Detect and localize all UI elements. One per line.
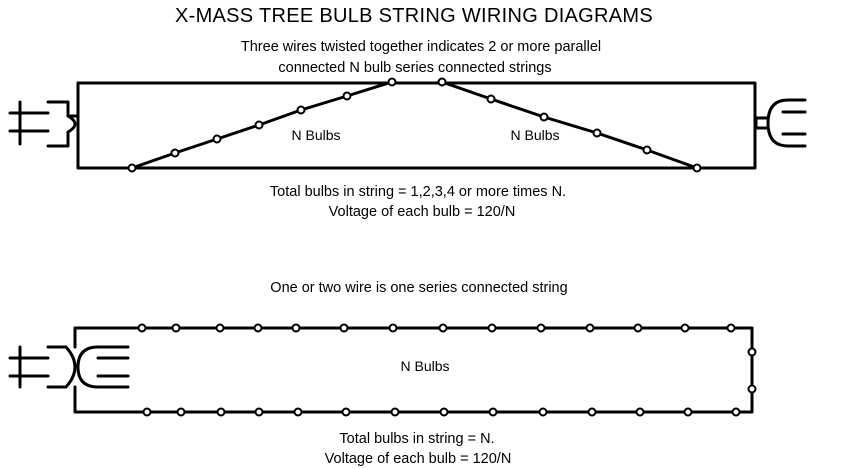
parallel-left-bulbs-label: N Bulbs xyxy=(291,127,341,143)
parallel-bulbs xyxy=(127,77,702,173)
diagram-title: X-MASS TREE BULB STRING WIRING DIAGRAMS xyxy=(174,5,654,27)
parallel-caption-line2: connected N bulb series connected string… xyxy=(278,60,552,76)
parallel-wires xyxy=(76,80,757,170)
parallel-total-line1: Total bulbs in string = 1,2,3,4 or more … xyxy=(269,184,567,200)
series-bulbs xyxy=(137,323,757,417)
series-plug-icon xyxy=(8,345,77,389)
series-wire xyxy=(73,326,754,414)
right-socket-icon xyxy=(754,98,807,148)
series-socket-icon xyxy=(76,345,130,389)
left-plug-icon xyxy=(8,100,80,148)
series-total-line2: Voltage of each bulb = 120/N xyxy=(324,451,512,467)
series-diagram xyxy=(8,323,757,417)
series-caption: One or two wire is one series connected … xyxy=(270,280,568,296)
parallel-total-line2: Voltage of each bulb = 120/N xyxy=(328,204,516,220)
parallel-caption-line1: Three wires twisted together indicates 2… xyxy=(240,39,602,55)
series-bulbs-label: N Bulbs xyxy=(400,358,450,374)
parallel-right-bulbs-label: N Bulbs xyxy=(510,127,560,143)
series-total-line1: Total bulbs in string = N. xyxy=(339,431,495,447)
parallel-diagram xyxy=(8,77,807,173)
